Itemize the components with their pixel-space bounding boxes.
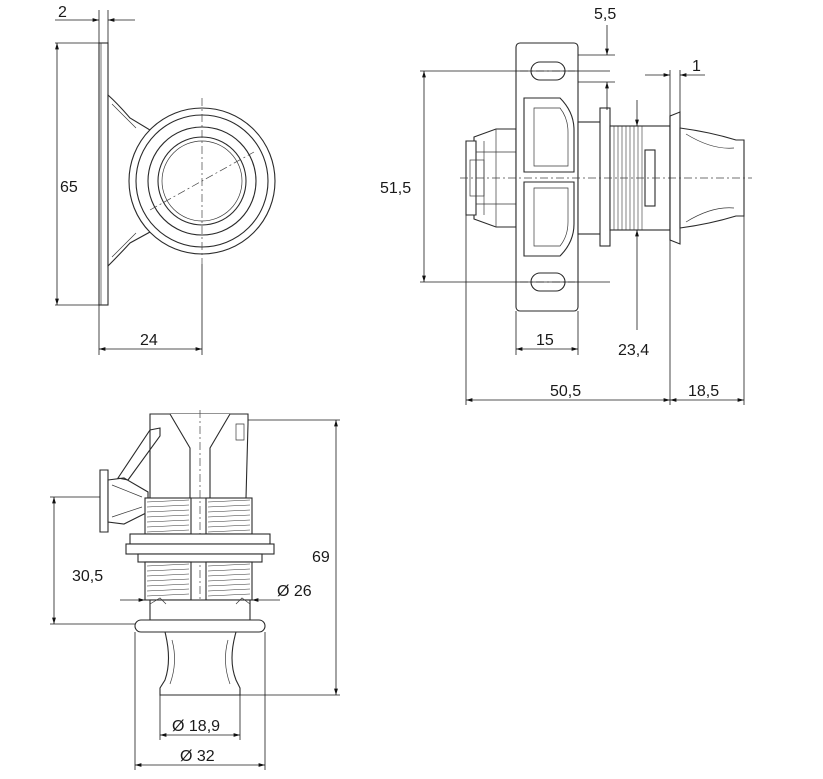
side-upper-thread bbox=[146, 499, 251, 533]
dim-top-thread: 23,4 bbox=[618, 342, 649, 359]
dim-front-flange-thickness: 2 bbox=[58, 4, 67, 21]
dim-side-knob-dia: Ø 18,9 bbox=[172, 718, 220, 735]
side-lower-thread bbox=[146, 563, 251, 597]
dim-side-flange-dia: Ø 32 bbox=[180, 748, 215, 765]
dim-front-height: 65 bbox=[60, 179, 78, 196]
top-view: 5,5 1 51,5 15 23,4 50,5 18,5 bbox=[380, 6, 752, 405]
dim-top-knob-length: 18,5 bbox=[688, 383, 719, 400]
dim-top-body-length: 50,5 bbox=[550, 383, 581, 400]
dim-top-small: 5,5 bbox=[594, 6, 616, 23]
dim-side-height: 30,5 bbox=[72, 568, 103, 585]
dim-top-gap: 1 bbox=[692, 58, 701, 75]
side-view: 69 30,5 Ø 26 Ø 18,9 Ø 32 bbox=[50, 410, 340, 770]
dim-top-slot-spacing: 51,5 bbox=[380, 180, 411, 197]
dim-side-total: 69 bbox=[312, 549, 330, 566]
dim-front-depth: 24 bbox=[140, 332, 158, 349]
front-view: 2 65 24 bbox=[55, 4, 276, 355]
dim-top-plate-width: 15 bbox=[536, 332, 554, 349]
dim-side-thread-dia: Ø 26 bbox=[277, 583, 312, 600]
